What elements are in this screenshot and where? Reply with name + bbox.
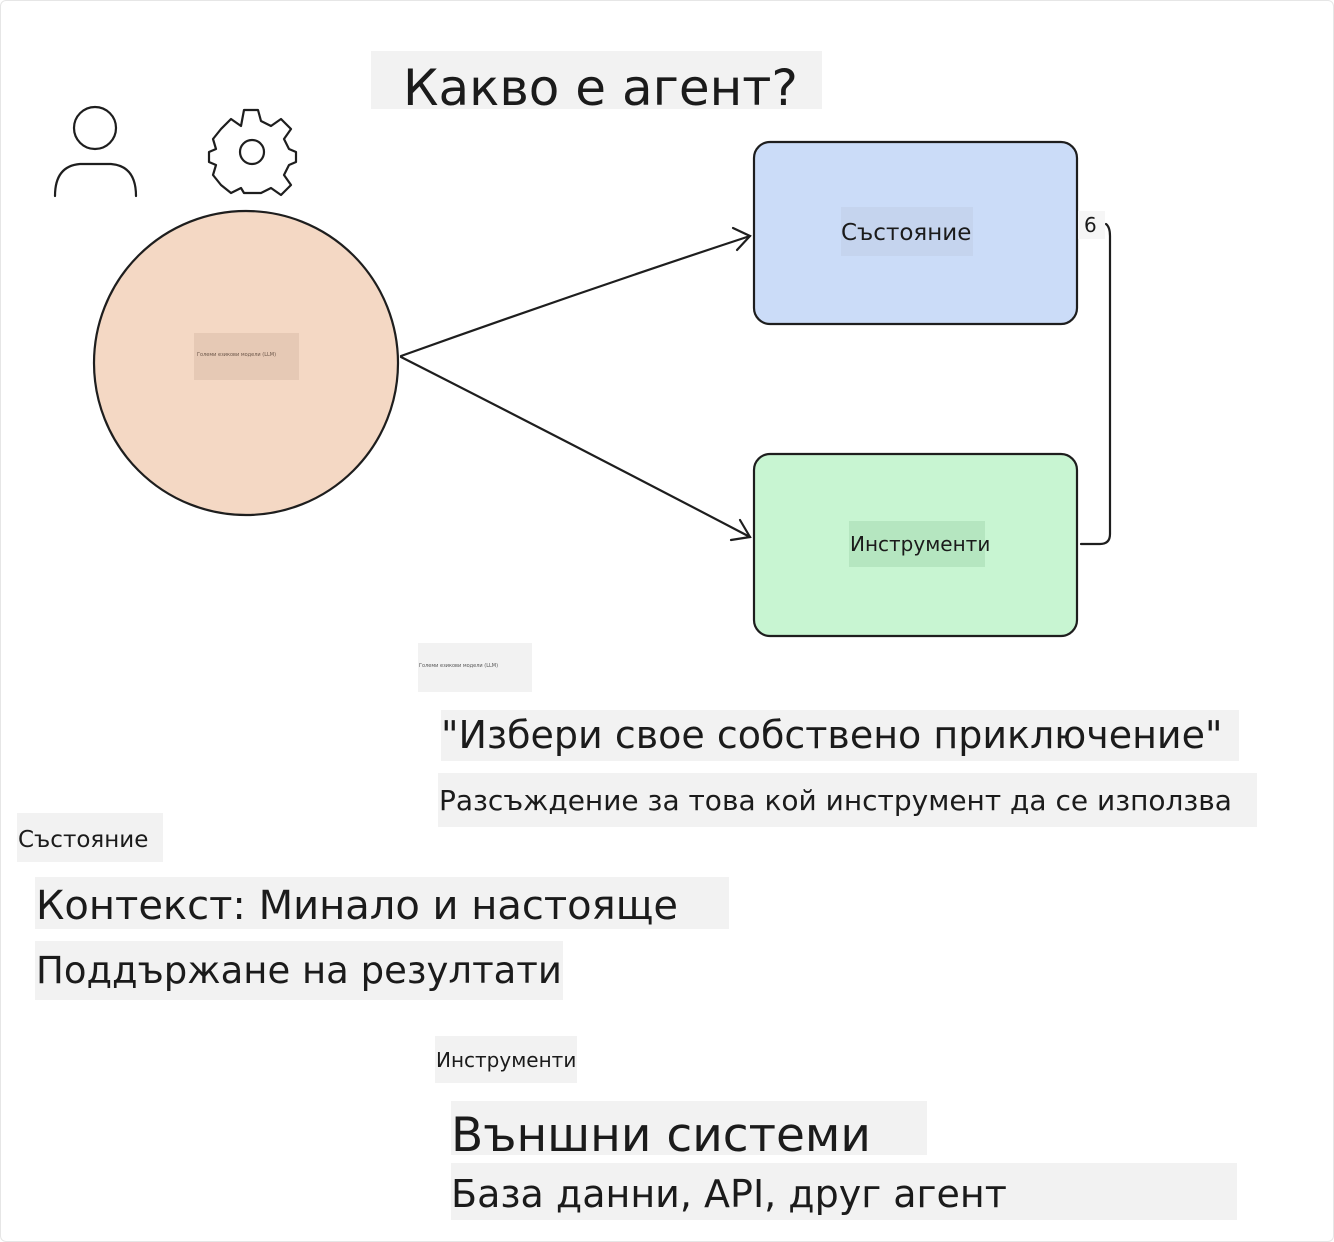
llm-label: Големи езикови модели (LLM) xyxy=(194,333,299,380)
gear-icon xyxy=(207,108,298,197)
external-systems-note: Външни системи xyxy=(451,1101,927,1159)
tools-heading: Инструменти xyxy=(435,1036,577,1083)
loop-connector xyxy=(1079,222,1112,546)
tools-box-label: Инструменти xyxy=(849,521,990,567)
maintain-results-note: Поддържане на резултати xyxy=(35,941,563,1000)
step-number: 6 xyxy=(1078,211,1105,239)
reasoning-note: Разсъждение за това кой инструмент да се… xyxy=(438,773,1257,827)
arrow-to-state xyxy=(399,226,752,358)
person-icon xyxy=(53,105,138,198)
small-caption: Големи езикови модели (LLM) xyxy=(418,643,532,692)
state-box-label: Състояние xyxy=(841,207,973,256)
state-heading: Състояние xyxy=(17,813,163,862)
choose-adventure-note: "Избери свое собствено приключение" xyxy=(441,710,1239,761)
context-note: Контекст: Минало и настояще xyxy=(35,877,729,929)
arrow-to-tools xyxy=(399,355,752,542)
databases-note: База данни, API, друг агент xyxy=(451,1163,1237,1220)
page-title: Какво е агент? xyxy=(371,51,822,113)
